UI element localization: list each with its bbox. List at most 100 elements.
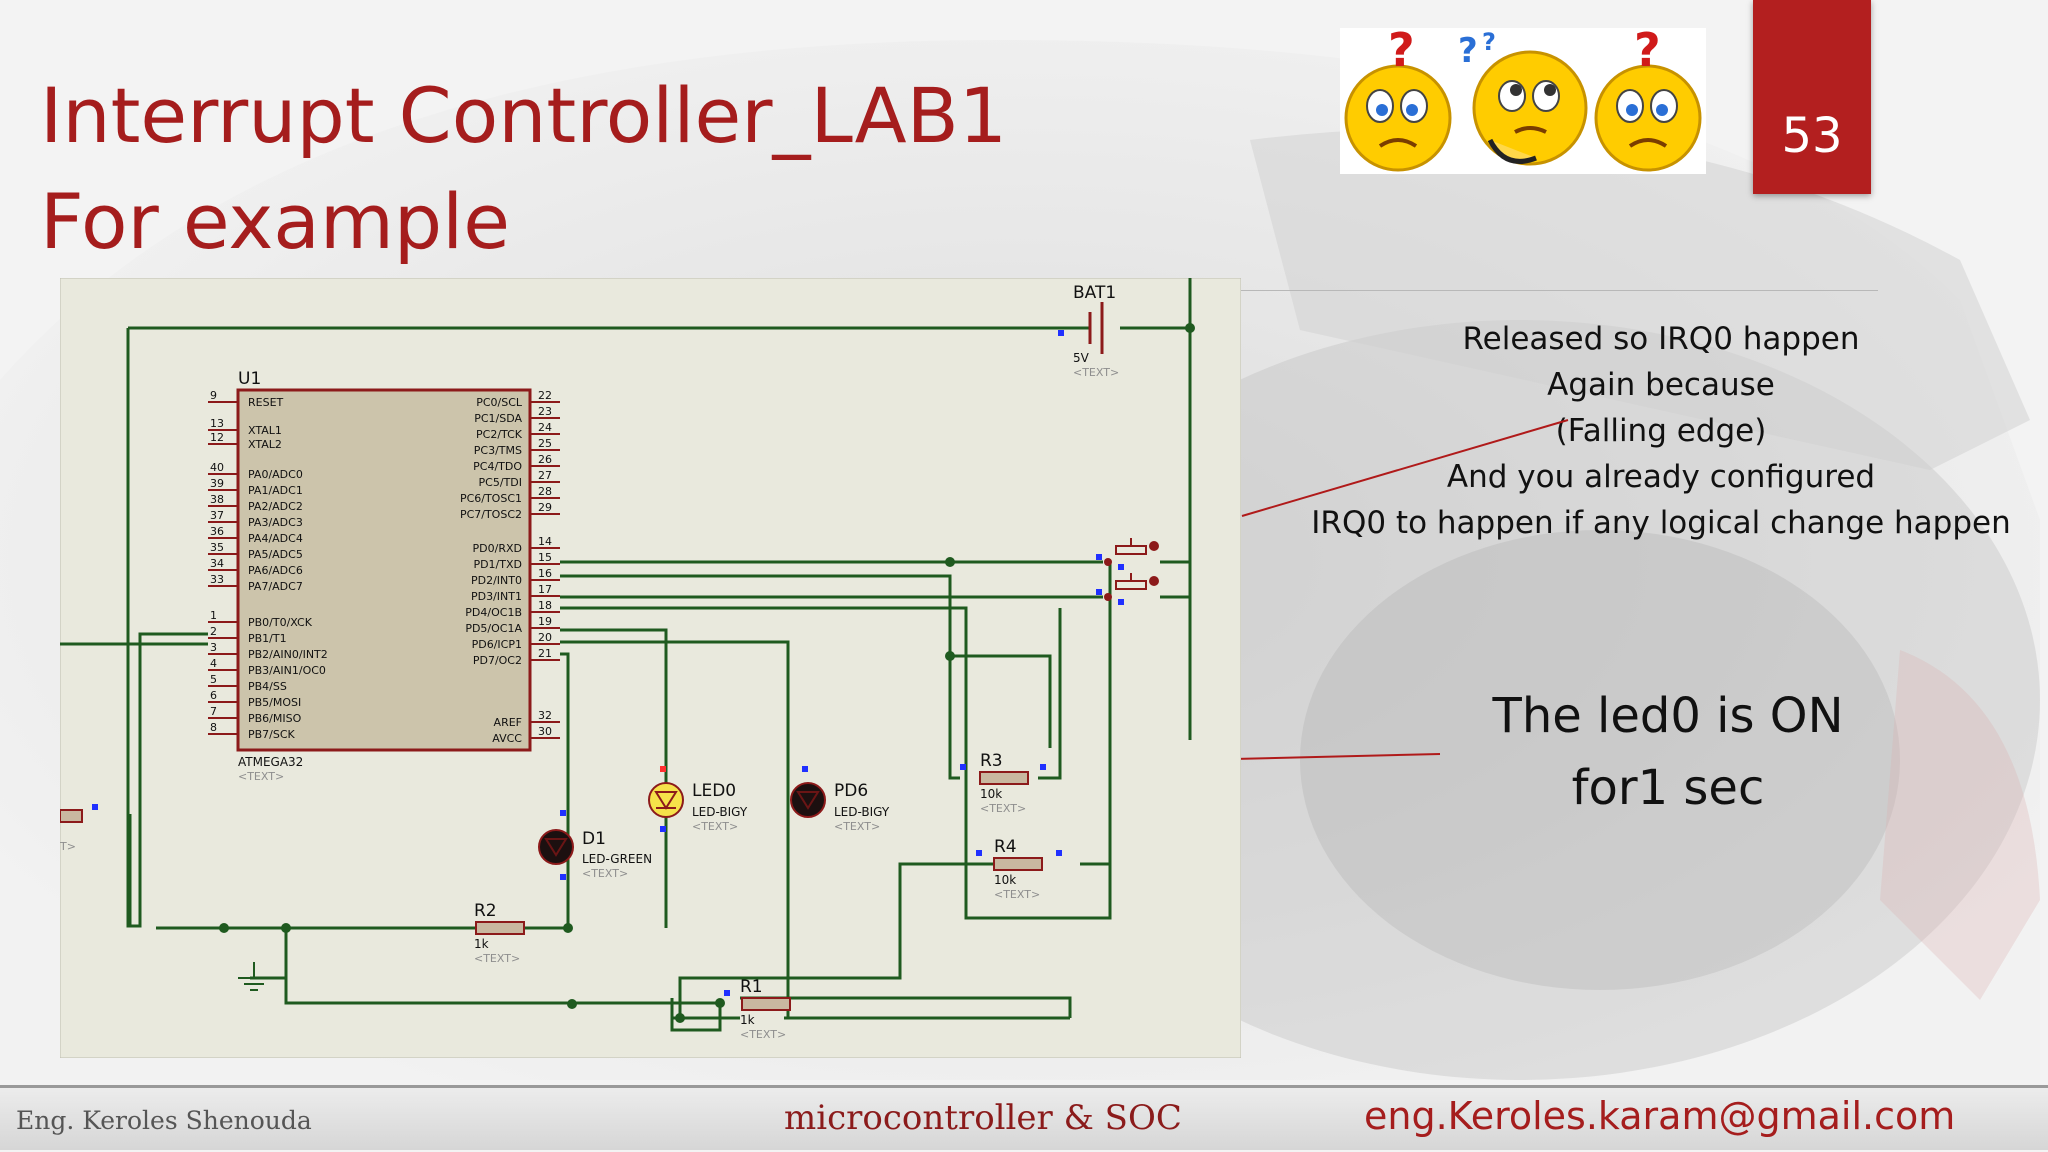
led0-part: LED-BIGY bbox=[692, 805, 748, 819]
battery: BAT1 5V <TEXT> bbox=[1058, 283, 1119, 379]
mcu-pin-number: 15 bbox=[538, 551, 552, 564]
led-status-text: The led0 is ON for1 sec bbox=[1398, 680, 1938, 824]
mcu-pin-number: 35 bbox=[210, 541, 224, 554]
mcu-pin-number: 32 bbox=[538, 709, 552, 722]
d1-ref: D1 bbox=[582, 829, 606, 849]
mcu-pin-number: 16 bbox=[538, 567, 552, 580]
mcu-pin-label: PB7/SCK bbox=[248, 728, 296, 741]
mcu-pin-number: 4 bbox=[210, 657, 217, 670]
mcu-pin-number: 28 bbox=[538, 485, 552, 498]
push-button-2 bbox=[1096, 573, 1159, 605]
mcu-pin-label: PB4/SS bbox=[248, 680, 287, 693]
mcu-pin-label: PA2/ADC2 bbox=[248, 500, 303, 513]
explanation-line: (Falling edge) bbox=[1555, 413, 1767, 449]
led-status-line: The led0 is ON bbox=[1492, 688, 1844, 744]
r4-value: 10k bbox=[994, 873, 1016, 887]
thinking-faces-illustration: ? ? ? ? bbox=[1340, 28, 1706, 174]
mcu-pin-label: PC6/TOSC1 bbox=[460, 492, 522, 505]
junction-dots bbox=[219, 323, 1195, 1023]
led-status-line: for1 sec bbox=[1571, 760, 1765, 816]
mcu-pin-number: 29 bbox=[538, 501, 552, 514]
mcu-pin-label: AVCC bbox=[492, 732, 522, 745]
mcu-pin-number: 33 bbox=[210, 573, 224, 586]
mcu-pin-number: 8 bbox=[210, 721, 217, 734]
mcu-pin-number: 14 bbox=[538, 535, 552, 548]
mcu-pin-label: PB1/T1 bbox=[248, 632, 287, 645]
r1-ref: R1 bbox=[740, 977, 763, 997]
slide-subtitle: For example bbox=[40, 177, 511, 266]
push-button-1 bbox=[1096, 538, 1159, 570]
mcu-pin-number: 12 bbox=[210, 431, 224, 444]
mcu-pin-label: PD6/ICP1 bbox=[472, 638, 522, 651]
footer-email: eng.Keroles.karam@gmail.com bbox=[1364, 1094, 1956, 1138]
footer-course: microcontroller & SOC bbox=[784, 1098, 1182, 1138]
resistor-partial-left: T> bbox=[60, 804, 98, 853]
mcu-pin-label: PD4/OC1B bbox=[465, 606, 522, 619]
r2-text-tag: <TEXT> bbox=[474, 952, 520, 965]
led-led0: LED0 LED-BIGY <TEXT> bbox=[648, 766, 748, 833]
mcu-pin-number: 40 bbox=[210, 461, 224, 474]
mcu-text-tag: <TEXT> bbox=[238, 770, 284, 783]
page-number: 53 bbox=[1781, 108, 1843, 164]
mcu-pin-label: PD7/OC2 bbox=[473, 654, 522, 667]
mcu-ref: U1 bbox=[238, 369, 261, 389]
partial-text-tag: T> bbox=[60, 840, 76, 853]
battery-ref: BAT1 bbox=[1073, 283, 1116, 303]
slide-title: Interrupt Controller_LAB1 bbox=[40, 71, 1008, 160]
mcu-pin-label: PA4/ADC4 bbox=[248, 532, 303, 545]
mcu-pin-label: XTAL2 bbox=[248, 438, 282, 451]
mcu-pin-number: 1 bbox=[210, 609, 217, 622]
mcu-pin-number: 20 bbox=[538, 631, 552, 644]
mcu-pin-number: 39 bbox=[210, 477, 224, 490]
mcu-pin-label: AREF bbox=[494, 716, 522, 729]
mcu-pin-label: PD2/INT0 bbox=[471, 574, 522, 587]
mcu-pin-label: PD3/INT1 bbox=[471, 590, 522, 603]
r1-text-tag: <TEXT> bbox=[740, 1028, 786, 1041]
mcu-pin-number: 22 bbox=[538, 389, 552, 402]
battery-value: 5V bbox=[1073, 351, 1090, 365]
resistor-r1: R1 1k <TEXT> bbox=[724, 977, 791, 1041]
mcu-pin-number: 27 bbox=[538, 469, 552, 482]
mcu-pin-label: PD5/OC1A bbox=[465, 622, 522, 635]
mcu-pin-label: PC2/TCK bbox=[476, 428, 523, 441]
footer-bar: Eng. Keroles Shenouda microcontroller & … bbox=[0, 1085, 2048, 1150]
mcu-pin-label: PB6/MISO bbox=[248, 712, 302, 725]
mcu-pin-number: 23 bbox=[538, 405, 552, 418]
mcu-pin-number: 38 bbox=[210, 493, 224, 506]
mcu-pin-label: PC4/TDO bbox=[473, 460, 522, 473]
explanation-line: Again because bbox=[1547, 367, 1775, 403]
mcu-pin-number: 3 bbox=[210, 641, 217, 654]
mcu-pin-label: PA6/ADC6 bbox=[248, 564, 303, 577]
mcu-pin-number: 6 bbox=[210, 689, 217, 702]
led0-ref: LED0 bbox=[692, 781, 736, 801]
r3-text-tag: <TEXT> bbox=[980, 802, 1026, 815]
mcu-pin-number: 37 bbox=[210, 509, 224, 522]
svg-text:?: ? bbox=[1482, 28, 1496, 56]
pd6-ref: PD6 bbox=[834, 781, 868, 801]
led-d1: D1 LED-GREEN <TEXT> bbox=[538, 810, 652, 880]
mcu-pin-label: PA1/ADC1 bbox=[248, 484, 303, 497]
mcu-pin-number: 24 bbox=[538, 421, 552, 434]
page-number-box: 53 bbox=[1753, 0, 1871, 194]
mcu-pin-number: 19 bbox=[538, 615, 552, 628]
mcu-pin-label: PC5/TDI bbox=[479, 476, 522, 489]
mcu-pin-number: 26 bbox=[538, 453, 552, 466]
mcu-pin-number: 5 bbox=[210, 673, 217, 686]
resistor-r2: R2 1k <TEXT> bbox=[474, 901, 525, 965]
resistor-r4: R4 10k <TEXT> bbox=[976, 837, 1062, 901]
mcu-pin-number: 7 bbox=[210, 705, 217, 718]
mcu-pin-label: PB2/AIN0/INT2 bbox=[248, 648, 328, 661]
mcu-part: ATMEGA32 bbox=[238, 755, 303, 769]
ground-symbol bbox=[238, 962, 270, 991]
mcu-pin-label: PB5/MOSI bbox=[248, 696, 301, 709]
footer-author: Eng. Keroles Shenouda bbox=[16, 1106, 312, 1135]
mcu-pin-label: PC3/TMS bbox=[474, 444, 522, 457]
mcu-atmega32: U1 ATMEGA32 <TEXT> 9RESET13XTAL112XTAL24… bbox=[208, 369, 560, 783]
pd6-text-tag: <TEXT> bbox=[834, 820, 880, 833]
r4-ref: R4 bbox=[994, 837, 1017, 857]
mcu-pin-number: 9 bbox=[210, 389, 217, 402]
mcu-pin-number: 21 bbox=[538, 647, 552, 660]
wires bbox=[60, 278, 1192, 1032]
irq-explanation-text: Released so IRQ0 happen Again because (F… bbox=[1296, 316, 2026, 546]
mcu-pin-label: PD1/TXD bbox=[473, 558, 522, 571]
